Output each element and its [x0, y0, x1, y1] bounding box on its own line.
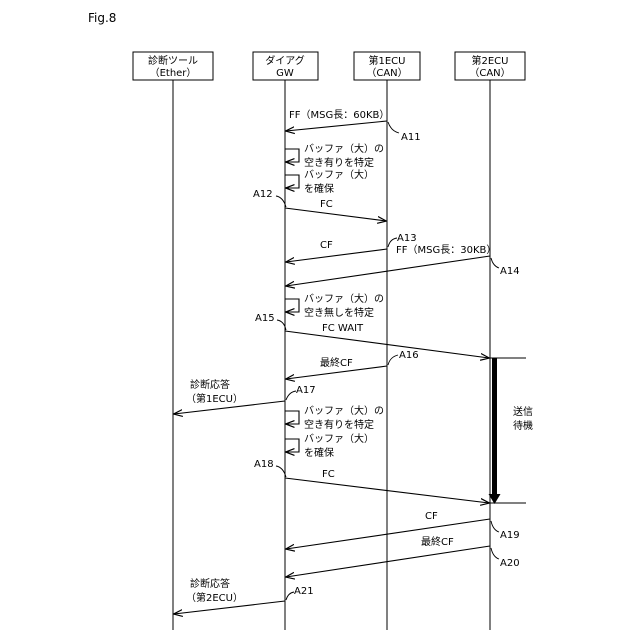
step-label-a20: A20: [500, 558, 520, 569]
message-arrow: [286, 121, 387, 131]
self-loop-arrow: [285, 149, 299, 162]
message-arrow: [286, 546, 490, 577]
gw-self-note-3: バッファ（大）の 空き無しを特定: [285, 292, 384, 319]
step-label-a18: A18: [254, 459, 274, 470]
lifeline-diag-gw: ダイアグ GW: [253, 52, 318, 630]
message-last-cf-from-ecu2: 最終CF A20: [286, 535, 520, 577]
step-leader-line: [491, 521, 499, 532]
step-label-a21: A21: [294, 586, 314, 597]
wait-bar: [492, 358, 497, 495]
self-loop-arrow: [285, 299, 299, 312]
lifeline-title: 第1ECU: [369, 54, 406, 67]
gw-self-note-2: バッファ（大） を確保: [285, 168, 374, 195]
step-leader-line: [286, 592, 294, 600]
lifeline-ecu2: 第2ECU （CAN）: [455, 52, 525, 630]
figure-label: Fig.8: [88, 11, 116, 25]
note-line: を確保: [304, 446, 334, 459]
message-label: FC: [322, 469, 335, 480]
message-label: FC: [320, 199, 333, 210]
ecu2-send-wait-period: 送信 待機: [489, 358, 534, 504]
self-loop-arrow: [285, 175, 299, 188]
step-label-a12: A12: [253, 189, 273, 200]
note-line: バッファ（大）の: [304, 142, 384, 155]
gw-self-note-4: バッファ（大）の 空き有りを特定: [285, 404, 384, 431]
step-label-a16: A16: [399, 350, 419, 361]
message-ff-60kb: FF（MSG長：60KB） A11: [286, 109, 421, 143]
message-label: （第2ECU）: [186, 591, 243, 604]
message-label: 最終CF: [320, 356, 353, 369]
message-label: FC WAIT: [322, 323, 364, 334]
step-label-a14: A14: [500, 266, 520, 277]
note-line: バッファ（大）の: [304, 292, 384, 305]
lifeline-subtitle: （CAN）: [469, 67, 510, 79]
note-line: バッファ（大）: [304, 432, 374, 445]
message-fc-wait: A15 FC WAIT: [255, 313, 489, 358]
step-leader-line: [491, 258, 499, 268]
message-arrow: [286, 256, 490, 286]
step-label-a11: A11: [401, 132, 421, 143]
message-label: CF: [425, 511, 438, 522]
note-line: 空き有りを特定: [304, 418, 374, 431]
message-diag-response-1: A17 診断応答 （第1ECU）: [174, 378, 316, 414]
message-label: 診断応答: [190, 378, 230, 391]
lifeline-title: ダイアグ: [265, 54, 305, 67]
message-label: CF: [320, 240, 333, 251]
lifeline-diag-tool: 診断ツール （Ether）: [133, 52, 213, 630]
message-arrow: [286, 519, 490, 549]
step-label-a19: A19: [500, 530, 520, 541]
self-loop-arrow: [285, 411, 299, 424]
step-label-a15: A15: [255, 313, 275, 324]
note-line: バッファ（大）の: [304, 404, 384, 417]
message-cf-from-ecu2: CF A19: [286, 511, 520, 549]
message-label: （第1ECU）: [186, 392, 243, 405]
message-fc-to-ecu2: A18 FC: [254, 459, 489, 503]
self-loop-arrow: [285, 439, 299, 452]
wait-label-line: 送信: [513, 405, 533, 418]
message-label: 最終CF: [421, 535, 454, 548]
message-label: 診断応答: [190, 577, 230, 590]
note-line: バッファ（大）: [304, 168, 374, 181]
step-leader-line: [491, 548, 499, 559]
message-arrow: [285, 208, 386, 221]
message-arrow: [286, 249, 387, 262]
wait-label-line: 待機: [513, 419, 533, 432]
message-last-cf-from-ecu1: A16 最終CF: [286, 350, 419, 379]
lifeline-title: 第2ECU: [472, 54, 509, 67]
gw-self-note-1: バッファ（大）の 空き有りを特定: [285, 142, 384, 169]
step-label-a17: A17: [296, 385, 316, 396]
step-leader-line: [286, 391, 296, 400]
lifeline-subtitle: （Ether）: [150, 67, 197, 79]
step-leader-line: [388, 355, 398, 365]
step-leader-line: [388, 122, 399, 133]
lifeline-subtitle: GW: [276, 68, 294, 79]
note-line: を確保: [304, 182, 334, 195]
lifeline-title: 診断ツール: [148, 54, 198, 67]
gw-self-note-5: バッファ（大） を確保: [285, 432, 374, 459]
note-line: 空き有りを特定: [304, 156, 374, 169]
note-line: 空き無しを特定: [304, 306, 374, 319]
message-label: FF（MSG長：60KB）: [289, 109, 389, 121]
message-label: FF（MSG長：30KB）: [396, 244, 496, 256]
step-label-a13: A13: [397, 233, 417, 244]
message-diag-response-2: A21 診断応答 （第2ECU）: [174, 577, 314, 614]
lifeline-subtitle: （CAN）: [366, 67, 407, 79]
